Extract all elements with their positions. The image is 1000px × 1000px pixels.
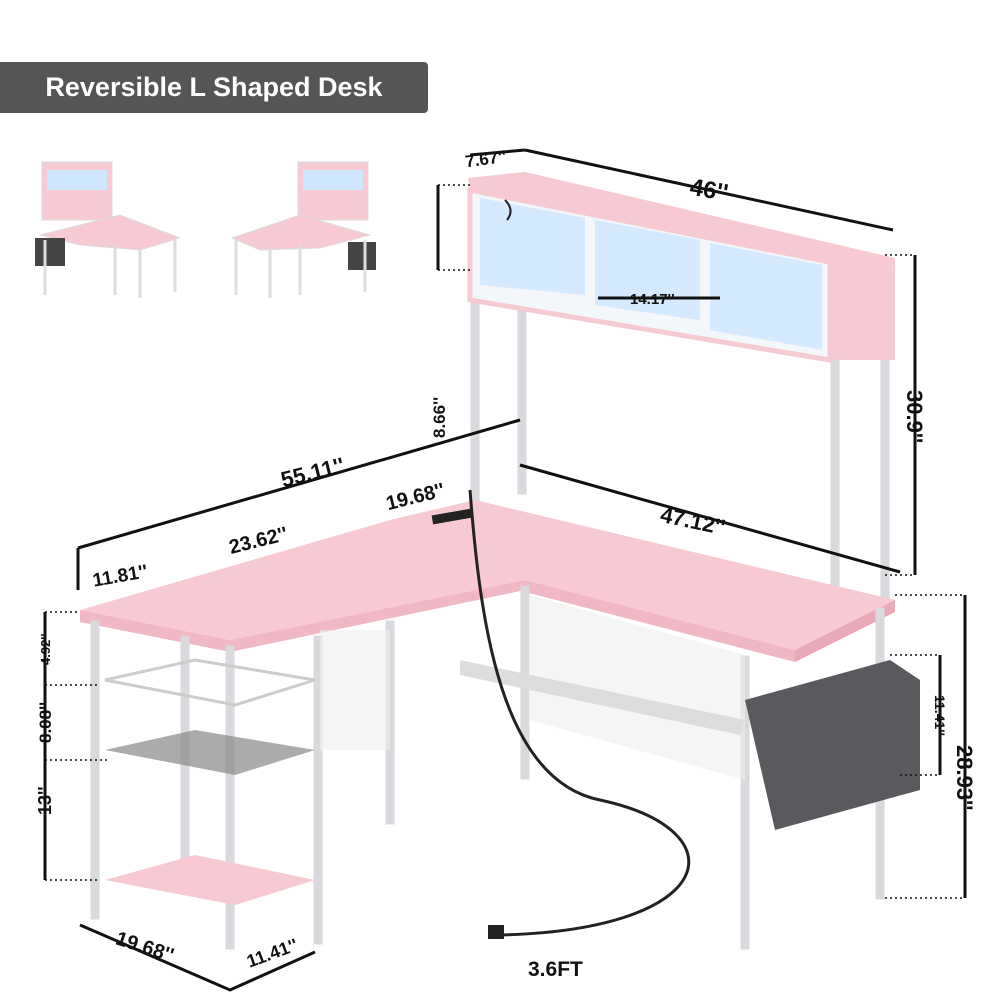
storage-bag xyxy=(745,660,920,830)
desk-top xyxy=(80,500,895,662)
label-total-width: 55.11'' xyxy=(278,452,346,492)
hutch xyxy=(467,172,895,605)
label-shelf-gap-bottom: 13'' xyxy=(35,786,55,815)
label-shelf-depth: 19.68'' xyxy=(113,928,176,967)
label-hutch-shelf-height: 8.66'' xyxy=(430,397,449,438)
label-end-segment: 11.81'' xyxy=(91,561,149,591)
label-hutch-depth: 7.67'' xyxy=(464,147,507,172)
thumbnail-right-orientation xyxy=(230,161,376,298)
label-desk-height: 28.93'' xyxy=(952,745,977,811)
label-shelf-gap-middle: 8.08'' xyxy=(36,702,55,743)
label-hutch-width: 46'' xyxy=(688,174,730,207)
title-banner: Reversible L Shaped Desk xyxy=(0,62,428,113)
label-hutch-height: 30.9'' xyxy=(902,390,927,443)
dimension-lines xyxy=(43,148,967,992)
power-cord xyxy=(468,489,691,937)
label-cubby-width: 14.17'' xyxy=(630,291,675,308)
label-shelf-width: 11.41'' xyxy=(244,935,300,972)
plug-icon xyxy=(488,925,504,939)
label-side-length: 47.12'' xyxy=(658,502,727,540)
desk-frame xyxy=(90,489,920,950)
label-shelf-gap-top: 4.92'' xyxy=(38,634,53,665)
power-strip xyxy=(431,508,473,525)
thumbnail-left-orientation xyxy=(35,161,182,298)
label-cord-length: 3.6FT xyxy=(528,958,583,981)
label-bag-height: 11.41'' xyxy=(932,695,948,736)
